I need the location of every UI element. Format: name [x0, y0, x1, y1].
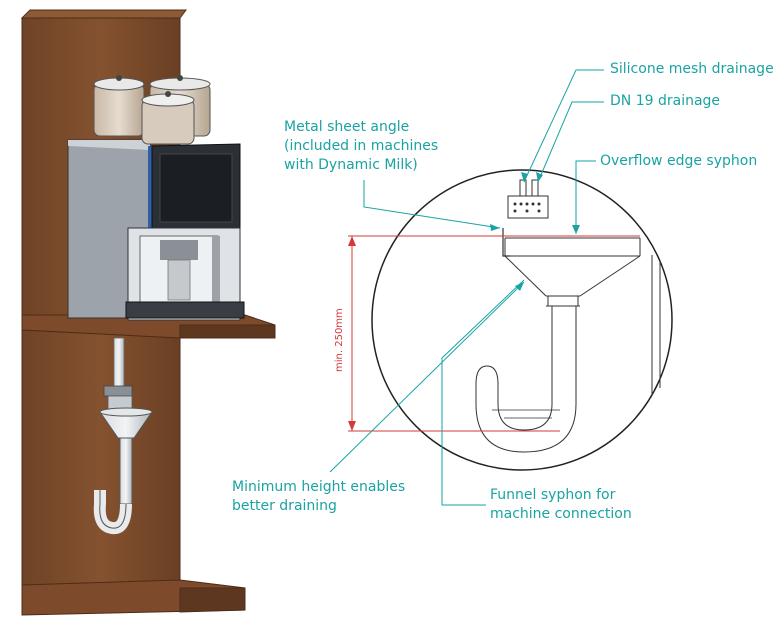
left-funnel-syphon	[93, 337, 153, 535]
detail-view: min. 250mm	[329, 69, 673, 506]
detail-funnel	[504, 237, 641, 307]
callout-funnel-syphon: Funnel syphon for machine connection	[490, 487, 632, 522]
callout-overflow-edge-syphon: Overflow edge syphon	[600, 153, 758, 169]
leader-lines	[329, 69, 604, 506]
callout-silicone-mesh-drainage: Silicone mesh drainage	[610, 61, 774, 77]
detail-syphon-tube	[475, 306, 577, 453]
detail-circle	[371, 169, 673, 471]
callout-metal-sheet-angle: Metal sheet angle (included in machines …	[284, 119, 439, 173]
drain-block	[507, 179, 549, 219]
coffee-machine	[67, 75, 245, 321]
dimension-label: min. 250mm	[334, 308, 345, 372]
callout-minimum-height: Minimum height enables better draining	[232, 479, 406, 514]
bean-hoppers	[93, 75, 211, 145]
callout-dn19-drainage: DN 19 drainage	[610, 93, 721, 109]
height-dimension: min. 250mm	[334, 235, 640, 432]
